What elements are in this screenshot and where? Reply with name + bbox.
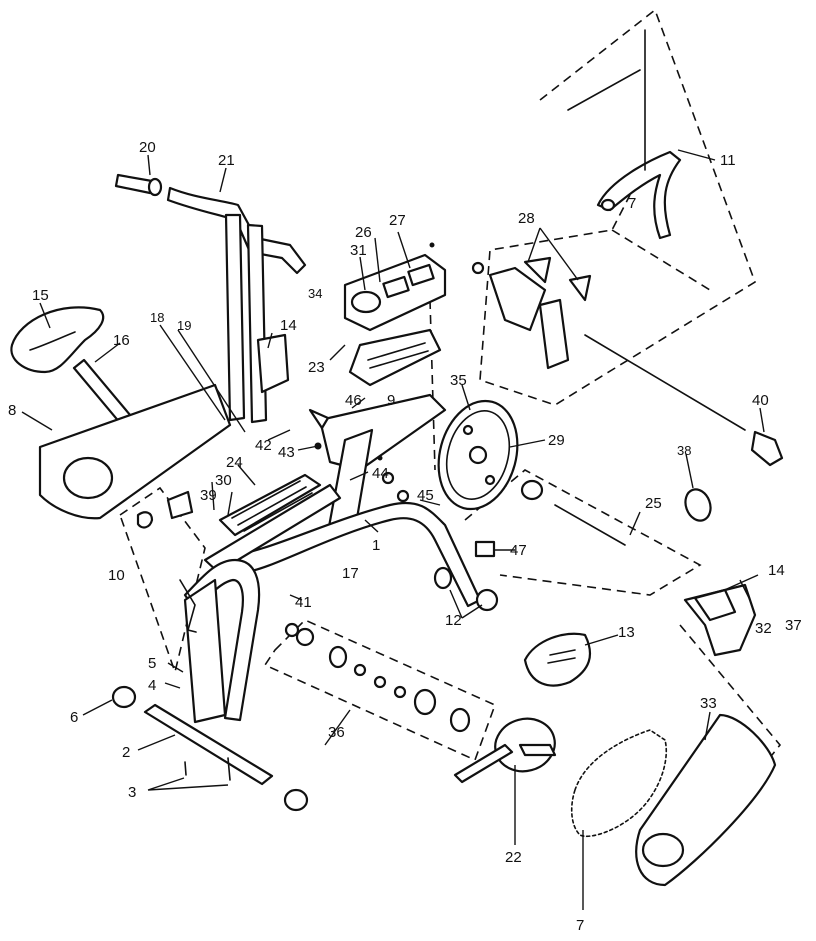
cover-13 bbox=[523, 632, 592, 687]
label-40: 40 bbox=[752, 392, 769, 409]
label-9: 9 bbox=[387, 392, 395, 409]
label-38: 38 bbox=[677, 443, 691, 458]
label-2: 2 bbox=[122, 744, 130, 761]
hardware bbox=[284, 242, 485, 638]
label-41: 41 bbox=[295, 594, 312, 611]
label-13: 13 bbox=[618, 624, 635, 641]
rear-brackets-28 bbox=[488, 256, 784, 467]
foot-12 bbox=[433, 566, 453, 590]
label-32: 32 bbox=[755, 620, 772, 637]
label-47: 47 bbox=[510, 542, 527, 559]
label-14-upper: 14 bbox=[280, 317, 297, 334]
label-31: 31 bbox=[350, 242, 367, 259]
label-8: 8 bbox=[8, 402, 16, 419]
label-16: 16 bbox=[113, 332, 130, 349]
label-14-lower: 14 bbox=[768, 562, 785, 579]
label-11: 11 bbox=[720, 152, 736, 169]
crank-hardware-36 bbox=[295, 627, 471, 733]
label-6: 6 bbox=[70, 709, 78, 726]
bracket-14-upper bbox=[256, 333, 290, 394]
label-26: 26 bbox=[355, 224, 372, 241]
label-46: 46 bbox=[345, 392, 362, 409]
label-39: 39 bbox=[200, 487, 217, 504]
crank-22 bbox=[453, 717, 557, 784]
left-shroud-8 bbox=[38, 383, 232, 520]
label-20: 20 bbox=[139, 139, 156, 156]
label-7-upper: 7 bbox=[628, 195, 636, 212]
brake-assembly-11 bbox=[567, 29, 682, 240]
handlebar-21 bbox=[166, 186, 307, 275]
label-44: 44 bbox=[372, 465, 389, 482]
label-19: 19 bbox=[177, 318, 191, 333]
chain-7 bbox=[570, 729, 667, 837]
label-4: 4 bbox=[148, 677, 156, 694]
console-assembly bbox=[343, 253, 447, 387]
label-35: 35 bbox=[450, 372, 467, 389]
seat-adjust-10 bbox=[136, 490, 197, 633]
label-24: 24 bbox=[226, 454, 243, 471]
label-37: 37 bbox=[785, 617, 802, 634]
label-18: 18 bbox=[150, 310, 164, 325]
label-36: 36 bbox=[328, 724, 345, 741]
label-28: 28 bbox=[518, 210, 535, 227]
label-43: 43 bbox=[278, 444, 295, 461]
label-3: 3 bbox=[128, 784, 136, 801]
label-33: 33 bbox=[700, 695, 717, 712]
label-5: 5 bbox=[148, 655, 156, 672]
grip-20 bbox=[114, 173, 154, 195]
label-23: 23 bbox=[308, 359, 325, 376]
right-shroud-33 bbox=[635, 713, 777, 887]
label-7-lower: 7 bbox=[576, 917, 584, 934]
label-25: 25 bbox=[645, 495, 662, 512]
main-frame bbox=[183, 393, 499, 724]
flywheel-29 bbox=[437, 399, 519, 511]
end-cap-6-left bbox=[111, 685, 137, 709]
label-1: 1 bbox=[372, 537, 380, 554]
label-15: 15 bbox=[32, 287, 49, 304]
frame-9 bbox=[318, 393, 447, 472]
bracket-14-lower bbox=[683, 583, 757, 657]
label-29: 29 bbox=[548, 432, 565, 449]
label-27: 27 bbox=[389, 212, 406, 229]
axle-25 bbox=[474, 479, 712, 558]
leader-lines bbox=[21, 149, 765, 910]
label-42: 42 bbox=[255, 437, 272, 454]
handlebar-assembly bbox=[114, 173, 307, 424]
part-labels: 20 21 15 16 18 19 14 8 31 26 27 34 23 28… bbox=[8, 139, 802, 934]
tension-strip-24 bbox=[218, 473, 322, 537]
label-45: 45 bbox=[417, 487, 434, 504]
end-cap-6-right bbox=[283, 788, 309, 812]
label-34: 34 bbox=[308, 286, 322, 301]
label-30: 30 bbox=[215, 472, 232, 489]
label-17: 17 bbox=[342, 565, 359, 582]
stabilizer-2 bbox=[111, 685, 309, 812]
label-10: 10 bbox=[108, 567, 125, 584]
plate-38 bbox=[684, 488, 712, 522]
knob-40 bbox=[750, 430, 784, 467]
label-22: 22 bbox=[505, 849, 522, 866]
label-12: 12 bbox=[445, 612, 462, 629]
label-21: 21 bbox=[218, 152, 235, 169]
